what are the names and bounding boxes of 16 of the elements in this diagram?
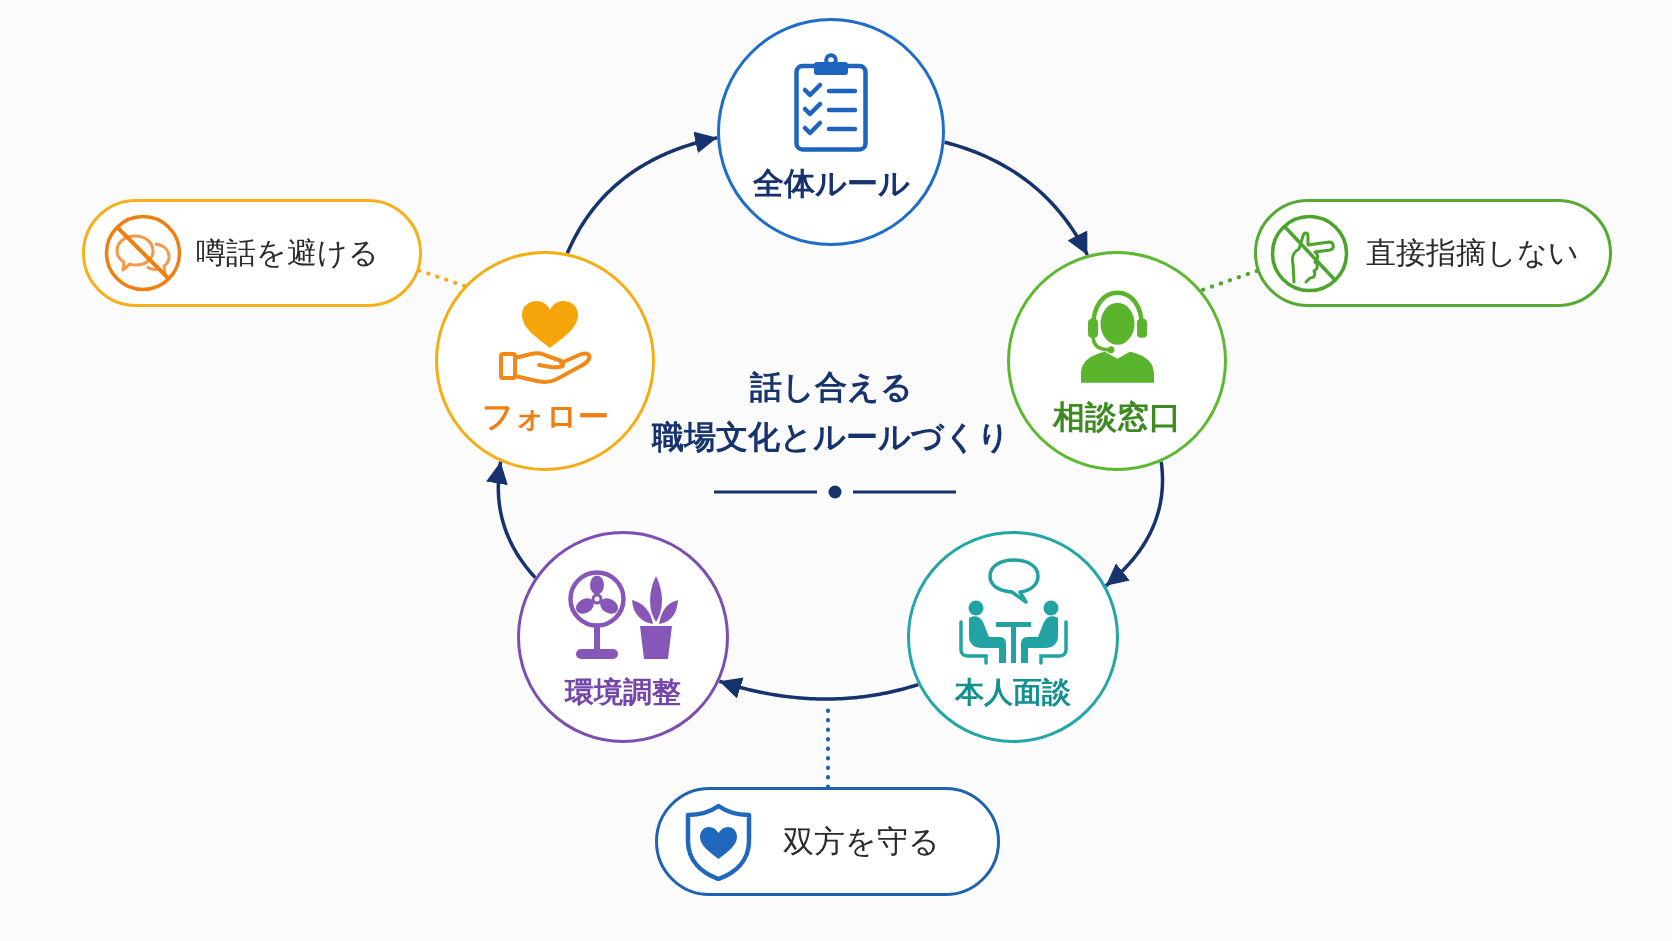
curved-arrow xyxy=(565,131,718,254)
note-text: 双方を守る xyxy=(783,822,940,861)
dotted-connector-line xyxy=(1199,268,1259,293)
curved-arrow xyxy=(718,677,919,701)
step-label: 環境調整 xyxy=(565,674,681,710)
step-label: フォロー xyxy=(481,398,609,436)
step-label: 本人面談 xyxy=(955,674,1071,710)
curved-arrow xyxy=(1104,461,1165,588)
step-label: 全体ルール xyxy=(752,165,910,203)
step-label: 相談窓口 xyxy=(1053,397,1181,437)
note-text: 直接指摘しない xyxy=(1366,235,1579,271)
dotted-connector-line xyxy=(417,268,467,288)
diagram-title: 話し合える職場文化とルールづくり xyxy=(652,367,1010,458)
curved-arrow xyxy=(486,461,537,579)
note-text: 噂話を避ける xyxy=(196,235,379,271)
curved-arrow xyxy=(944,140,1089,256)
